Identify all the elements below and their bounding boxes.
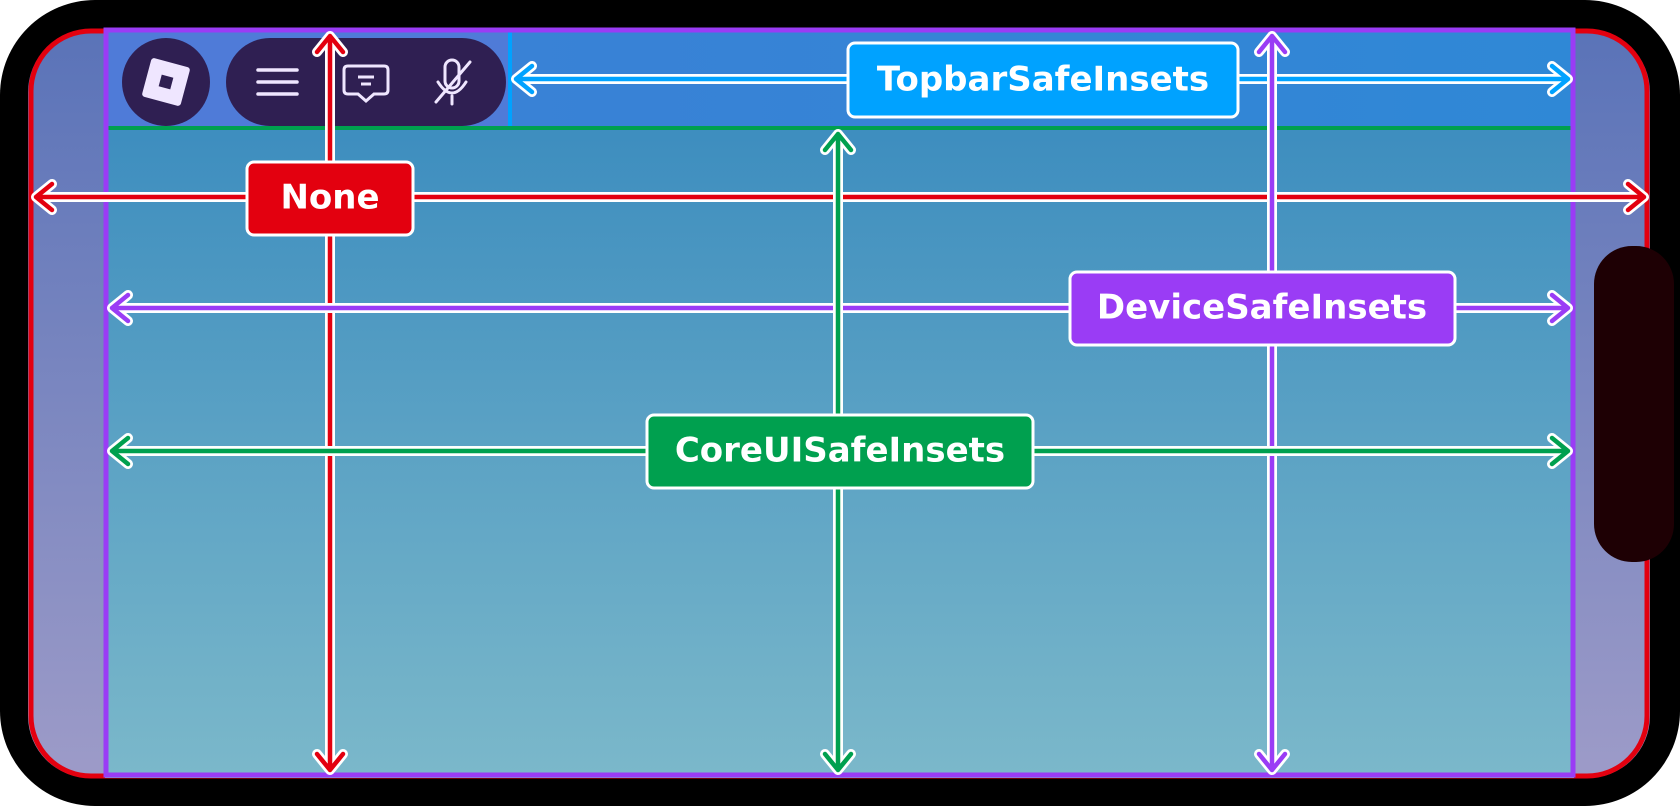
device-label-text: DeviceSafeInsets [1097,288,1427,328]
inset-arrows [31,31,1649,775]
device-region-outline [103,27,1576,778]
coreui-vertical-arrow [820,129,856,775]
topbar-controls-pill [226,38,506,126]
coreui-label-text: CoreUISafeInsets [675,431,1005,471]
none-label: None [245,160,415,237]
none-vertical-arrow [312,31,348,775]
coreui-label: CoreUISafeInsets [645,413,1035,490]
topbar-label-text: TopbarSafeInsets [877,60,1209,100]
device-vertical-arrow [1254,31,1290,775]
chat-icon[interactable] [342,64,390,103]
phone-notch [1594,246,1674,562]
topbar-label: TopbarSafeInsets [846,41,1240,119]
mic-muted-icon[interactable] [434,58,472,106]
menu-icon[interactable] [256,68,299,96]
roblox-logo-icon [142,58,190,106]
device-label: DeviceSafeInsets [1068,270,1457,347]
none-label-text: None [280,178,379,218]
